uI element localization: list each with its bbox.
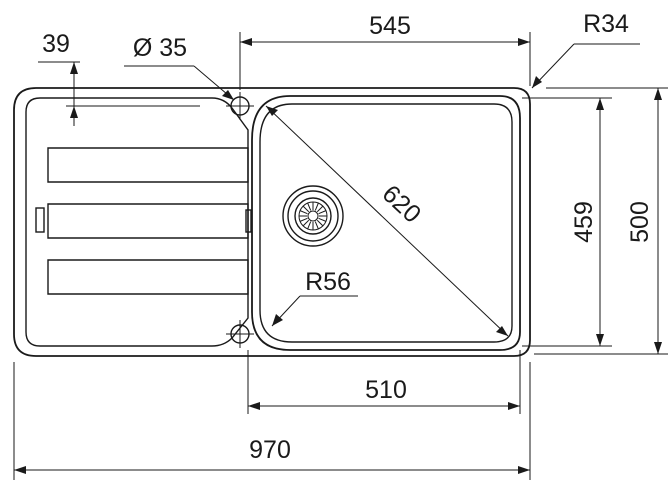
dim-500: 500 <box>534 87 668 355</box>
dim-970: 970 <box>13 362 531 480</box>
dim-545-label: 545 <box>369 12 411 40</box>
drainer-groove-1 <box>47 147 249 183</box>
strainer-spoke <box>307 221 312 230</box>
strainer-spoke <box>302 205 310 213</box>
dim-459-label: 459 <box>570 201 598 243</box>
dim-r34-label: R34 <box>583 10 629 38</box>
strainer-spoke <box>316 219 324 227</box>
tap-hole-top <box>226 92 254 120</box>
dim-620: 620 <box>265 105 509 337</box>
dim-tap-hole-label: Ø 35 <box>133 34 187 62</box>
dim-r34: R34 <box>531 10 640 89</box>
dim-39: 39 <box>38 30 200 126</box>
strainer-spoke <box>314 221 319 230</box>
dim-510: 510 <box>247 350 521 414</box>
dim-459: 459 <box>522 97 612 347</box>
strainer-spoke <box>314 202 319 211</box>
sink-outer-outline <box>13 87 531 357</box>
dim-tap-hole: Ø 35 <box>124 34 235 101</box>
dim-970-label: 970 <box>249 436 291 464</box>
dim-500-label: 500 <box>626 201 654 243</box>
strainer-spoke <box>318 217 327 222</box>
bowl-inner-outline <box>259 103 513 343</box>
dim-r56: R56 <box>271 268 358 327</box>
drain-strainer <box>282 185 344 247</box>
dim-r56-label: R56 <box>305 268 351 296</box>
dim-510-label: 510 <box>365 376 407 404</box>
drainer-outline <box>25 97 249 347</box>
strainer-spoke <box>302 219 310 227</box>
strainer-spoke <box>307 202 312 211</box>
strainer-spoke <box>316 205 324 213</box>
dim-39-label: 39 <box>42 30 70 58</box>
drainer-divider-tab <box>245 209 252 233</box>
strainer-spoke <box>318 210 327 215</box>
dim-545: 545 <box>239 12 531 90</box>
drainer-groove-2 <box>47 203 249 239</box>
dim-620-label: 620 <box>377 180 427 229</box>
drainer-groove-3 <box>47 259 249 295</box>
tap-hole-bottom <box>226 320 254 348</box>
overflow-slot <box>35 207 45 233</box>
strainer-spoke <box>299 217 308 222</box>
bowl-outer-outline <box>251 95 521 351</box>
strainer-spoke <box>299 210 308 215</box>
